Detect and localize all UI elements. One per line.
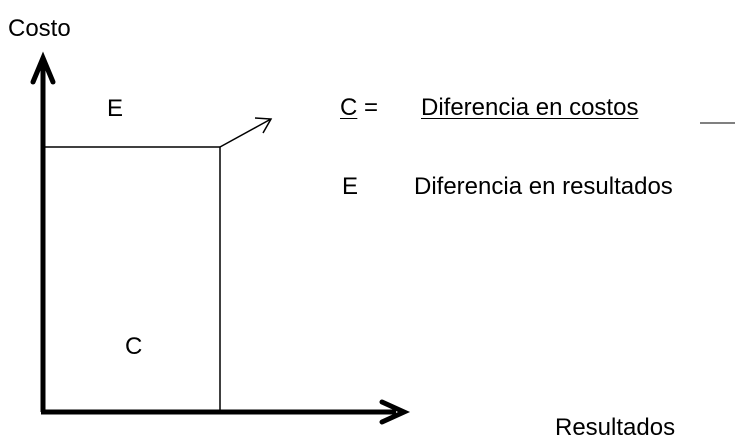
formula-denominator-symbol: E xyxy=(342,173,359,200)
y-axis-label: Costo xyxy=(8,15,71,42)
diagonal-arrowhead xyxy=(254,117,273,134)
y-axis-arrowhead xyxy=(30,51,56,85)
diagonal-arrow-line xyxy=(219,118,272,148)
region-c-label: C xyxy=(125,333,143,360)
x-axis-arrowhead xyxy=(379,399,411,425)
formula-numerator-symbol: C xyxy=(334,94,357,122)
formula-numerator-text: Diferencia en costos xyxy=(421,94,639,121)
formula-equals: = xyxy=(364,94,379,121)
formula-denominator-text: Diferencia en resultados xyxy=(414,173,673,200)
region-e-label: E xyxy=(107,95,124,122)
formula-numerator-symbol-text: C xyxy=(340,94,358,121)
x-axis-label: Resultados xyxy=(555,414,676,441)
